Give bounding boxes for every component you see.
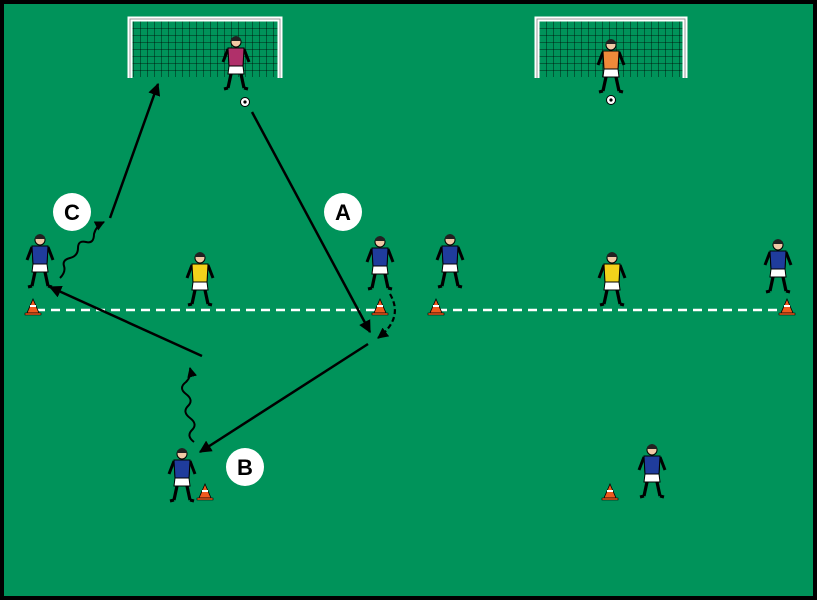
player-right-c bbox=[763, 237, 793, 294]
defender-bib-right bbox=[597, 250, 627, 307]
player-a bbox=[365, 234, 395, 291]
goalkeeper-left bbox=[221, 34, 251, 91]
player-right-b bbox=[637, 442, 667, 499]
ball-icon bbox=[240, 97, 250, 107]
label-badge-b: B bbox=[226, 448, 264, 486]
pitch bbox=[4, 4, 813, 596]
goal-left bbox=[127, 16, 283, 78]
player-b bbox=[167, 446, 197, 503]
pass-arrow-b-to-c bbox=[48, 285, 203, 358]
label-a: A bbox=[335, 200, 351, 225]
ball-icon bbox=[606, 95, 616, 105]
goalkeeper-right bbox=[596, 37, 626, 94]
pass-arrow-gk-to-a bbox=[250, 111, 372, 334]
player-right-a bbox=[435, 232, 465, 289]
dribble-arrow-c bbox=[59, 221, 105, 279]
label-b: B bbox=[237, 455, 253, 480]
dribble-arrow-b bbox=[181, 367, 198, 443]
label-badge-c: C bbox=[53, 193, 91, 231]
run-arrow-a bbox=[377, 293, 396, 339]
label-c: C bbox=[64, 200, 80, 225]
pass-arrow-a-to-b bbox=[198, 342, 369, 454]
shot-arrow-c-to-goal bbox=[108, 82, 161, 219]
label-badge-a: A bbox=[324, 193, 362, 231]
player-c bbox=[25, 232, 55, 289]
defender-bib-left bbox=[185, 250, 215, 307]
